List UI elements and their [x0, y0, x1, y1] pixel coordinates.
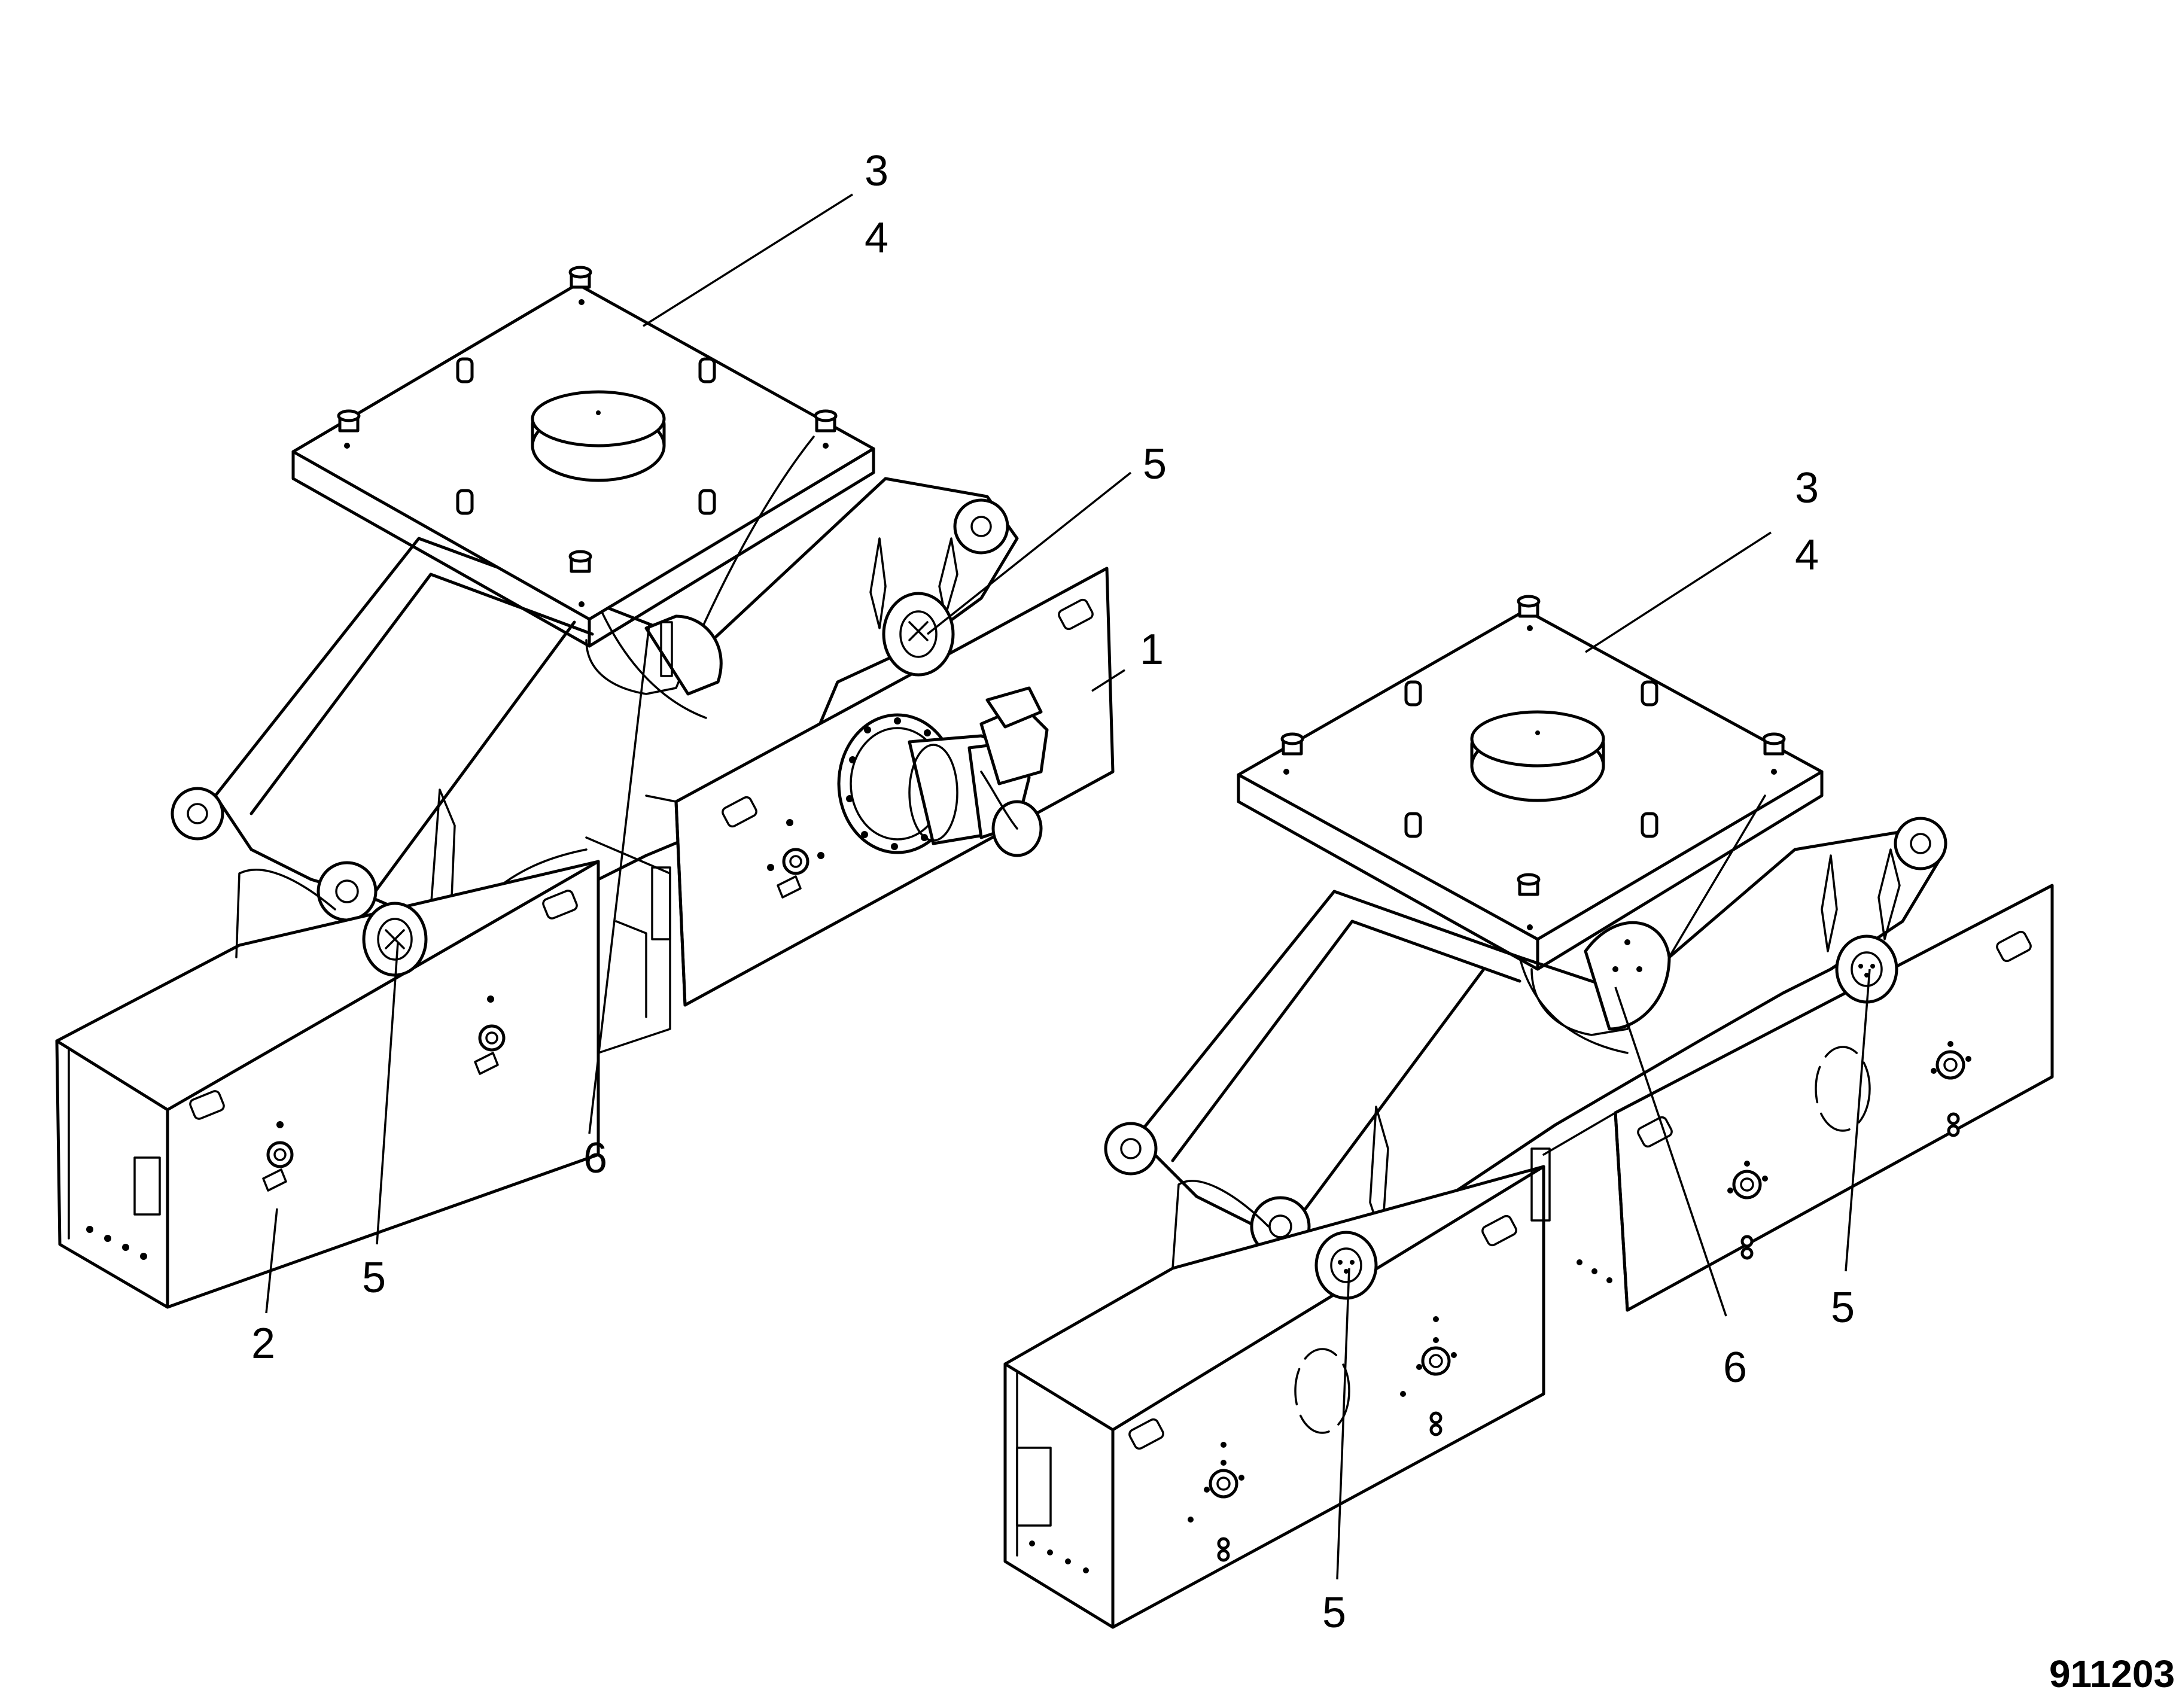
- right-bogie-assembly: [1003, 595, 2054, 1629]
- callout-left-6: 6: [583, 1134, 607, 1182]
- left-front-housing: [55, 860, 600, 1309]
- left-plate-dowels: [456, 357, 716, 515]
- right-pivot-bearing-front: [1314, 1231, 1378, 1300]
- left-bogie-assembly: [55, 266, 1115, 1309]
- left-thrust-washer: [644, 614, 723, 696]
- callout-left-5-upper: 5: [1143, 440, 1167, 488]
- callout-left-1: 1: [1140, 626, 1164, 674]
- callout-left-5-lower: 5: [362, 1254, 386, 1302]
- right-mounting-plate: [1237, 595, 1824, 1036]
- right-plate-bolts: [1280, 595, 1786, 896]
- callout-left-2: 2: [251, 1320, 275, 1368]
- callout-right-3: 3: [1795, 464, 1819, 512]
- callout-right-5-right: 5: [1831, 1284, 1855, 1332]
- left-drive-motor: [837, 686, 1049, 857]
- left-mounting-plate: [291, 266, 875, 695]
- right-plate-dowels: [1404, 680, 1658, 838]
- callout-left-4: 4: [865, 214, 888, 262]
- right-front-housing: [1003, 1147, 1551, 1629]
- callout-right-5-bottom: 5: [1322, 1589, 1346, 1637]
- right-thrust-washer: [1584, 921, 1671, 1031]
- left-pivot-bearing-upper: [882, 592, 955, 677]
- right-rear-housing: [1542, 884, 2054, 1312]
- left-pivot-bearing-lower: [362, 902, 428, 977]
- left-plate-bolts: [337, 266, 838, 573]
- drawing-number: 911203: [2049, 1652, 2175, 1695]
- callout-right-6: 6: [1723, 1344, 1747, 1392]
- callout-left-3: 3: [865, 147, 888, 195]
- leader-lines: [265, 193, 1871, 1580]
- callout-labels: 3 4 5 1 6 5 2 3 4 6 5 5: [251, 147, 1855, 1637]
- right-pivot-bearing-rear: [1835, 934, 1898, 1004]
- callout-right-4: 4: [1795, 531, 1819, 579]
